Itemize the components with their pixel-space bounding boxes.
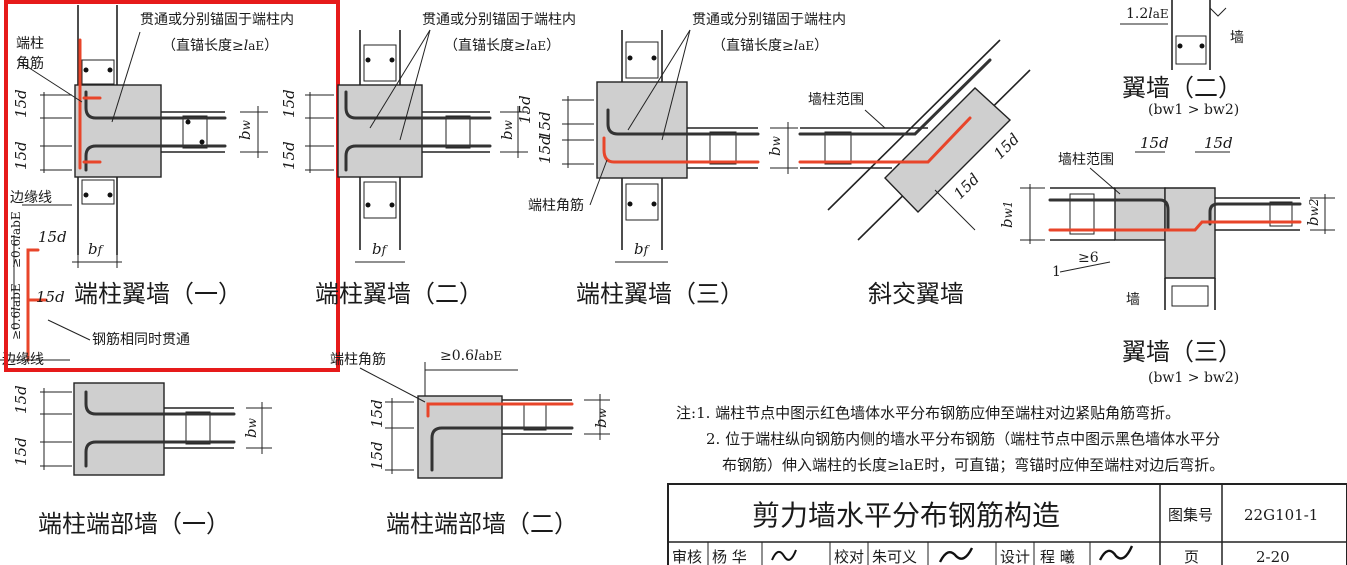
fig8-title: 端柱端部墙（二） xyxy=(386,510,578,538)
note-2a: 2. 位于端柱纵向钢筋内侧的墙水平分布钢筋（端柱节点中图示黑色墙体水平分 xyxy=(706,430,1220,448)
fig6-flange-wall-3: 墙柱范围 15d 15d bw1 bw2 1 ≥6 墙 翼墙（三） (bw1 >… xyxy=(998,134,1335,386)
title-block: 剪力墙水平分布钢筋构造 图集号 22G101-1 审核 杨 华 校对 朱可义 设… xyxy=(667,483,1347,565)
title-block-review-label: 审核 xyxy=(672,548,702,565)
dim-15d-1c: 15d xyxy=(38,228,67,246)
dim-min-06-1b: ≥0.6labE xyxy=(9,283,23,340)
title-block-main-title: 剪力墙水平分布钢筋构造 xyxy=(752,499,1060,532)
dim-min-06-1a: ≥0.6labE xyxy=(9,211,23,268)
label-end-column-corner-bar-2: 端柱角筋 xyxy=(330,351,386,368)
title-block-check-label: 校对 xyxy=(834,548,864,565)
fig6-title: 翼墙（三） xyxy=(1122,338,1242,366)
label-rebar-through: 钢筋相同时贯通 xyxy=(92,331,190,348)
note-2b: 布钢筋）伸入端柱的长度≥laE时，可直锚；弯锚时应伸至端柱对边后弯折。 xyxy=(722,456,1224,474)
fig3-title: 端柱翼墙（三） xyxy=(576,280,744,308)
note-1: 注:1. 端柱节点中图示红色墙体水平分布钢筋应伸至端柱对边紧贴角筋弯折。 xyxy=(676,404,1180,422)
title-block-page-no: 2-20 xyxy=(1256,548,1290,565)
title-block-atlas-no: 22G101-1 xyxy=(1244,506,1318,524)
signature-checker xyxy=(938,547,974,563)
dim-bw-3: bw xyxy=(766,135,784,156)
title-block-checker: 朱可义 xyxy=(872,548,917,565)
label-wall-1: 墙 xyxy=(1230,30,1244,46)
fig6-condition: (bw1 > bw2) xyxy=(1148,370,1239,386)
label-end-column-corner-bar: 端柱角筋 xyxy=(528,197,584,214)
fig5-flange-wall-2: 1.2laE 墙 翼墙（二） (bw1 > bw2) xyxy=(1120,0,1244,118)
label-slope-6: ≥6 xyxy=(1078,250,1099,266)
dim-15d-6a: 15d xyxy=(1140,134,1169,152)
dim-15d-1d: 15d xyxy=(36,288,65,306)
fig7-end-column-end-wall-1: 15d 15d bw 端柱端部墙（一） xyxy=(12,382,272,538)
dim-15d-2a: 15d xyxy=(280,89,298,118)
dim-bw1: bw1 xyxy=(998,200,1016,228)
dim-15d-7a: 15d xyxy=(12,385,30,414)
dim-bf-2: bf xyxy=(372,240,389,258)
label-through-anchor-2: 贯通或分别锚固于端柱内 xyxy=(422,12,576,28)
label-straight-anchor-1: （直锚长度≥laE） xyxy=(162,37,278,54)
notes: 注:1. 端柱节点中图示红色墙体水平分布钢筋应伸至端柱对边紧贴角筋弯折。 2. … xyxy=(676,404,1224,474)
dim-15d-2b: 15d xyxy=(280,141,298,170)
label-straight-anchor-3: （直锚长度≥laE） xyxy=(712,37,828,54)
label-end-column: 端柱 xyxy=(16,36,44,52)
label-corner-bar: 角筋 xyxy=(16,55,44,72)
fig4-oblique-flange-wall: 墙柱范围 15d 15d 斜交翼墙 xyxy=(798,39,1031,308)
dim-15d-3a: 15d xyxy=(516,95,534,124)
title-block-reviewer: 杨 华 xyxy=(712,548,747,565)
fig4-title: 斜交翼墙 xyxy=(868,280,964,308)
fig2-title: 端柱翼墙（二） xyxy=(315,280,483,308)
dim-15d-6b: 15d xyxy=(1204,134,1233,152)
dim-min-06-8: ≥0.6labE xyxy=(440,348,502,364)
label-wall-column-range-1: 墙柱范围 xyxy=(808,91,864,108)
dim-bw2: bw2 xyxy=(1304,198,1322,226)
fig5-title: 翼墙（二） xyxy=(1122,74,1242,102)
label-slope-1: 1 xyxy=(1052,264,1061,280)
dim-bf-1: bf xyxy=(88,240,105,258)
fig2-end-column-flange-wall-2: 贯通或分别锚固于端柱内 （直锚长度≥laE） 15d 15d bw bf 端柱翼… xyxy=(280,12,576,308)
label-through-anchor-3: 贯通或分别锚固于端柱内 xyxy=(692,12,846,28)
dim-bw-1: bw xyxy=(236,119,254,140)
label-wall-column-range-2: 墙柱范围 xyxy=(1058,151,1114,168)
dim-15d-3b: 15d xyxy=(536,111,554,140)
fig7-title: 端柱端部墙（一） xyxy=(38,510,230,538)
highlight-box xyxy=(4,0,340,372)
signature-reviewer xyxy=(771,549,797,561)
title-block-design-label: 设计 xyxy=(1000,548,1030,565)
fig3-end-column-flange-wall-3: 贯通或分别锚固于端柱内 （直锚长度≥laE） 15d 15d 15d bw bf… xyxy=(516,12,846,308)
dim-15d-8b: 15d xyxy=(368,441,386,470)
label-edge-line-2: 边缘线 xyxy=(2,352,44,368)
dim-bw-2: bw xyxy=(498,119,516,140)
dim-15d-1b: 15d xyxy=(12,141,30,170)
fig8-end-column-end-wall-2: 端柱角筋 ≥0.6labE 15d 15d bw 端柱端部墙（二） xyxy=(330,348,610,538)
fig5-condition: (bw1 > bw2) xyxy=(1148,102,1239,118)
label-wall-2: 墙 xyxy=(1126,292,1140,308)
dim-15d-8a: 15d xyxy=(368,399,386,428)
title-block-page-label: 页 xyxy=(1184,548,1199,565)
dim-bw-7: bw xyxy=(242,417,260,438)
dim-bw-8: bw xyxy=(592,407,610,428)
dim-15d-7b: 15d xyxy=(12,437,30,466)
label-through-anchor-1: 贯通或分别锚固于端柱内 xyxy=(140,12,294,28)
title-block-atlas-label: 图集号 xyxy=(1168,506,1213,524)
label-lap-length: 1.2laE xyxy=(1126,6,1169,22)
fig1-end-column-flange-wall-1: 端柱 角筋 贯通或分别锚固于端柱内 （直锚长度≥laE） 15d 15d bw … xyxy=(0,5,294,368)
dim-bf-3: bf xyxy=(634,240,651,258)
dim-15d-3c: 15d xyxy=(536,135,554,164)
title-block-designer: 程 曦 xyxy=(1040,548,1075,565)
fig1-title: 端柱翼墙（一） xyxy=(74,280,242,308)
label-straight-anchor-2: （直锚长度≥laE） xyxy=(444,37,560,54)
label-edge-line-1: 边缘线 xyxy=(10,190,52,206)
dim-15d-1a: 15d xyxy=(12,89,30,118)
signature-designer xyxy=(1098,545,1134,561)
